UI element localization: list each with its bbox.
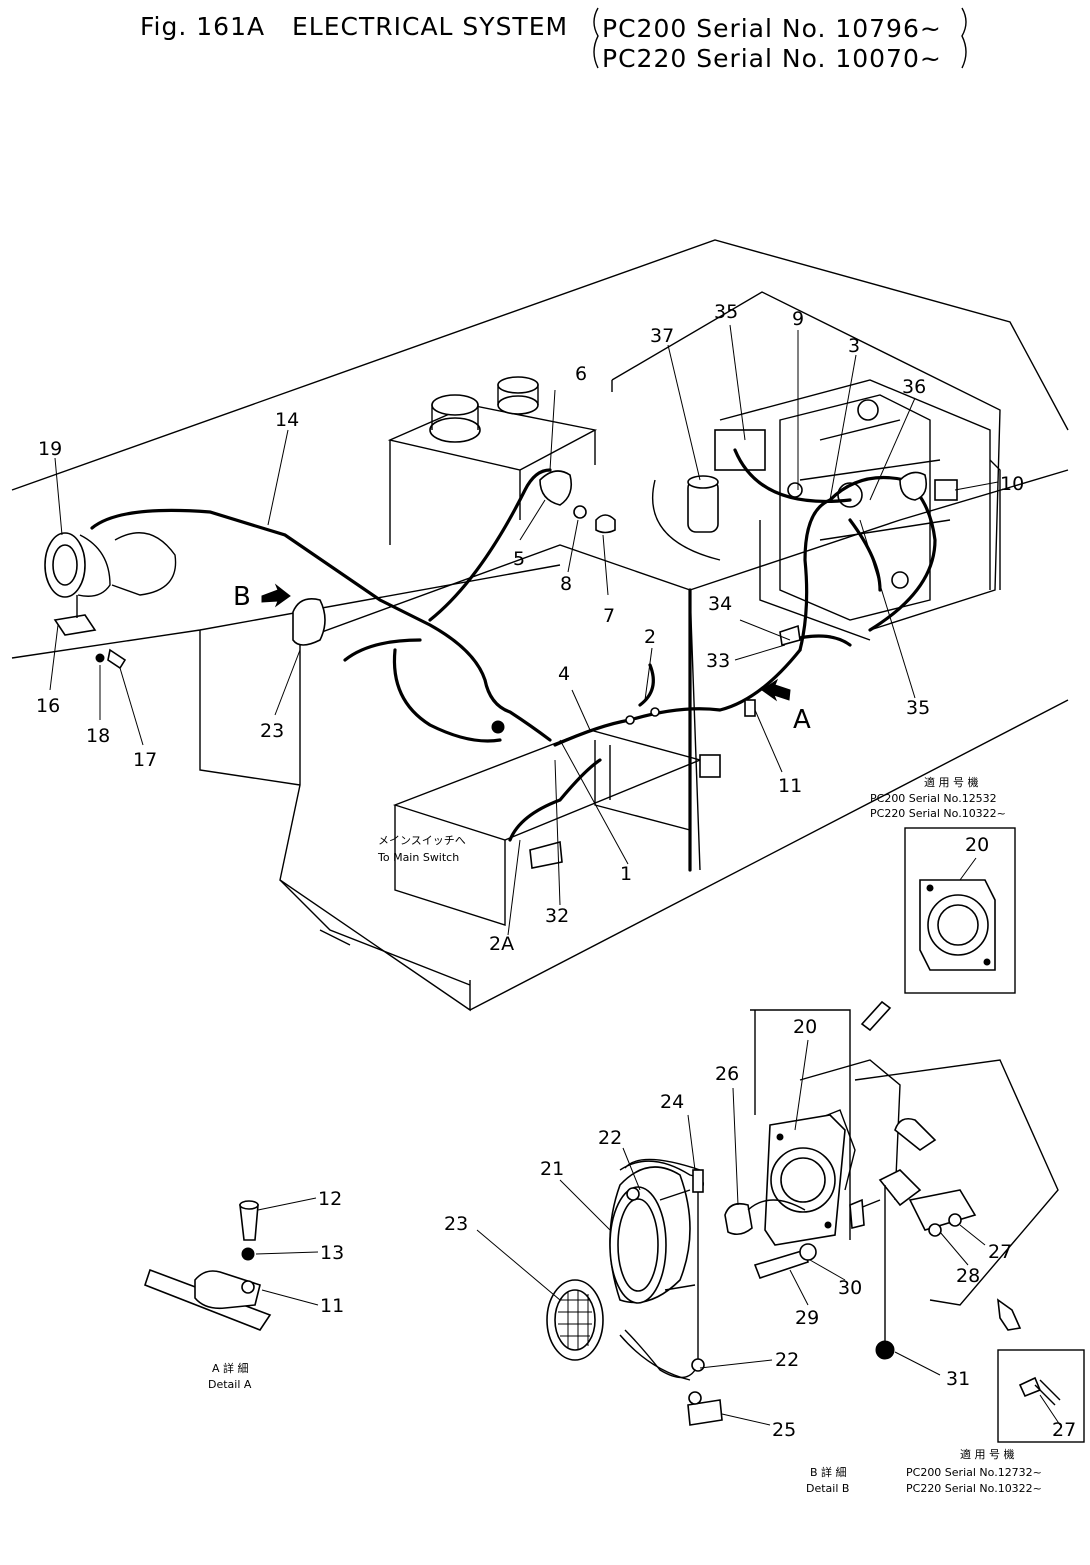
callout-20-inset: 20: [965, 834, 989, 856]
main-switch-note-en: To Main Switch: [378, 851, 460, 864]
callout-13: 13: [320, 1242, 344, 1264]
callout-5: 5: [513, 548, 525, 570]
callout-16: 16: [36, 695, 60, 717]
callout-24: 24: [660, 1091, 684, 1113]
view-arrow-b: B: [233, 582, 291, 612]
callout-11-detail: 11: [320, 1295, 344, 1317]
inset-top-arrow: [860, 1000, 892, 1032]
callout-12: 12: [318, 1188, 342, 1210]
callout-29: 29: [795, 1307, 819, 1329]
callout-35-top: 35: [714, 301, 738, 323]
callout-30: 30: [838, 1277, 862, 1299]
callout-9: 9: [792, 308, 804, 330]
main-switch-note-jp: メインスイッチへ: [378, 834, 466, 847]
callout-33: 33: [706, 650, 730, 672]
callout-23-detail: 23: [444, 1213, 468, 1235]
tank-outline: [387, 376, 598, 545]
callout-25: 25: [772, 1419, 796, 1441]
inset-top-box: [904, 827, 1016, 994]
callout-8: 8: [560, 573, 572, 595]
view-arrow-a-label: A: [793, 705, 811, 735]
callout-31: 31: [946, 1368, 970, 1390]
inset-bottom-box: [997, 1349, 1085, 1443]
figure-number: Fig. 161A: [140, 12, 266, 41]
callout-4: 4: [558, 663, 570, 685]
callout-3: 3: [848, 335, 860, 357]
inset-bottom-pc200: PC200 Serial No.12732~: [906, 1466, 1042, 1479]
callout-2: 2: [644, 626, 656, 648]
detail-a-en: Detail A: [208, 1378, 252, 1391]
wiring-harness: [90, 448, 937, 872]
callout-23-main: 23: [260, 720, 284, 742]
serial-bracket-right: [961, 7, 967, 69]
view-arrow-a: A: [761, 678, 811, 735]
callout-14: 14: [275, 409, 299, 431]
callout-17: 17: [133, 749, 157, 771]
view-arrow-b-label: B: [233, 582, 251, 612]
detail-a-clamp: [144, 1200, 272, 1331]
callout-6: 6: [575, 363, 587, 385]
work-lamp-assembly: [546, 1158, 723, 1426]
callout-27-detail: 27: [988, 1241, 1012, 1263]
callout-27-inset: 27: [1052, 1419, 1076, 1441]
figure-title: ELECTRICAL SYSTEM: [292, 12, 569, 41]
callout-18: 18: [86, 725, 110, 747]
leader-lines: [49, 324, 1061, 1426]
callout-11-main: 11: [778, 775, 802, 797]
callout-28: 28: [956, 1265, 980, 1287]
inset-bottom-pc220: PC220 Serial No.10322~: [906, 1482, 1042, 1495]
callout-numbers: 6 5 8 7 14 19 16 18 17 23 2 4 1 32 2A 11…: [36, 301, 1076, 1441]
inset-top-pc220: PC220 Serial No.10322~: [870, 807, 1006, 820]
components-main: [44, 470, 958, 869]
callout-34: 34: [708, 593, 732, 615]
upper-structure-outline: [11, 239, 1069, 1012]
serial-pc200: PC200 Serial No. 10796~: [602, 14, 942, 43]
callout-1: 1: [620, 863, 632, 885]
callout-22-top: 22: [598, 1127, 622, 1149]
callout-21: 21: [540, 1158, 564, 1180]
callout-37: 37: [650, 325, 674, 347]
detail-a-jp: A 詳 細: [212, 1362, 249, 1375]
callout-22-bottom: 22: [775, 1349, 799, 1371]
detail-b-en: Detail B: [806, 1482, 850, 1495]
callout-10: 10: [1000, 473, 1024, 495]
callout-19: 19: [38, 438, 62, 460]
callout-7: 7: [603, 605, 615, 627]
callout-32: 32: [545, 905, 569, 927]
serial-pc220: PC220 Serial No. 10070~: [602, 44, 942, 73]
inset-top-applies: 適 用 号 機: [924, 776, 979, 789]
callout-35-bottom: 35: [906, 697, 930, 719]
detail-b-assembly: [724, 1009, 1059, 1360]
detail-b-jp: B 詳 細: [810, 1466, 847, 1479]
callout-36: 36: [902, 376, 926, 398]
callout-20-detail: 20: [793, 1016, 817, 1038]
inset-top-pc200: PC200 Serial No.12532: [870, 792, 997, 805]
serial-bracket-left: [593, 7, 599, 69]
callout-26: 26: [715, 1063, 739, 1085]
callout-2a: 2A: [489, 933, 514, 955]
inset-bottom-applies: 適 用 号 機: [960, 1448, 1015, 1461]
